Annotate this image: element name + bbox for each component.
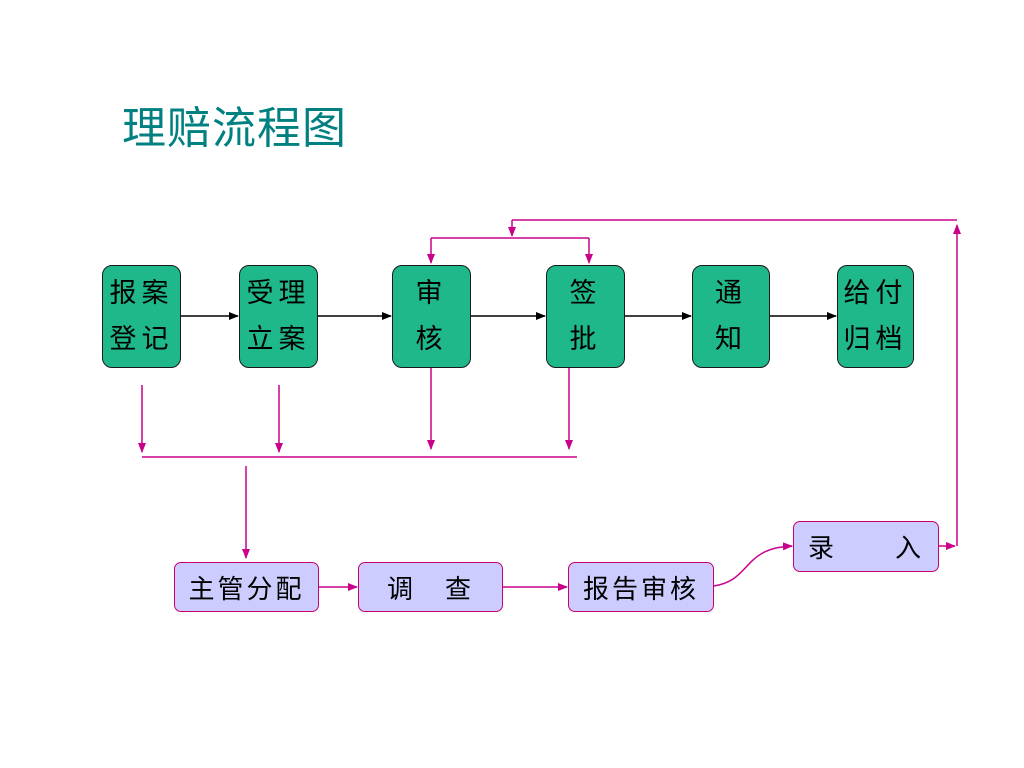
node-review-line1: 审	[415, 277, 448, 309]
node-accept-file: 受理立案	[239, 265, 318, 368]
node-enter: 录 入	[793, 521, 939, 572]
node-pay-archive-line2: 归档	[843, 323, 908, 355]
node-notify-line2: 知	[715, 323, 747, 355]
node-accept-file-line2: 立案	[246, 323, 311, 355]
node-report-register-line2: 登记	[109, 323, 174, 355]
node-approve-line1: 签	[569, 277, 602, 309]
diagram-title: 理赔流程图	[122, 103, 347, 154]
node-notify-line1: 通	[715, 277, 747, 309]
node-supervisor-assign: 主管分配	[174, 562, 319, 612]
node-report-register: 报案登记	[102, 265, 181, 368]
arrow-report-to-enter	[713, 542, 793, 587]
node-pay-archive: 给付归档	[837, 265, 914, 368]
node-report-review: 报告审核	[568, 562, 714, 612]
node-review: 审核	[392, 265, 471, 368]
node-approve: 签批	[546, 265, 625, 368]
node-notify: 通知	[692, 265, 770, 368]
node-pay-archive-line1: 给付	[843, 277, 908, 309]
node-investigate: 调 查	[358, 562, 503, 612]
node-accept-file-line1: 受理	[246, 277, 311, 309]
node-report-register-line1: 报案	[109, 277, 174, 309]
node-approve-line2: 批	[569, 323, 602, 355]
node-review-line2: 核	[415, 323, 448, 355]
